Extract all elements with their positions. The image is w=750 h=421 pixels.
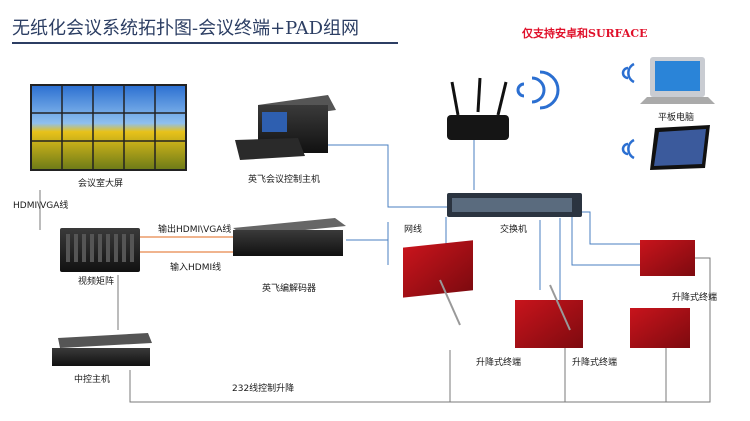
- lift-terminal-label: 升降式终端: [572, 358, 618, 368]
- control-host-device: [235, 95, 336, 160]
- central-control-device: [52, 333, 152, 366]
- av-wires: [140, 236, 233, 253]
- tablet-device: [650, 125, 710, 170]
- lift-terminal-device: [515, 284, 583, 348]
- hdmi-vga-label: HDMI\VGA线: [13, 201, 69, 211]
- input-cable-label: 输入HDMI线: [170, 263, 222, 273]
- notice-text: 仅支持安卓和SURFACE: [522, 27, 648, 40]
- switch-device: [447, 193, 582, 217]
- tablet-label: 平板电脑: [658, 113, 695, 123]
- control-wires: [39, 190, 711, 403]
- lift-terminal-device: [640, 240, 695, 276]
- video-wall-label: 会议室大屏: [78, 179, 124, 189]
- rs232-line-label: 232线控制升降: [232, 384, 295, 394]
- lift-terminal-label: 升降式终端: [672, 293, 718, 303]
- switch-label: 交换机: [500, 225, 528, 235]
- lift-terminal-device: [403, 240, 473, 326]
- lift-terminal-label: 升降式终端: [476, 358, 522, 368]
- network-wires: [328, 140, 660, 335]
- video-matrix-label: 视频矩阵: [78, 277, 115, 287]
- output-cable-label: 输出HDMI\VGA线: [158, 225, 232, 235]
- page-title: 无纸化会议系统拓扑图-会议终端+PAD组网: [12, 18, 360, 39]
- network-cable-label: 网线: [404, 225, 423, 235]
- video-wall: [30, 84, 187, 171]
- wifi-icon: [621, 62, 635, 84]
- lift-terminal-device: [630, 308, 690, 348]
- control-host-label: 英飞会议控制主机: [248, 175, 321, 185]
- title-underline: [12, 42, 398, 44]
- router-device: [447, 77, 509, 140]
- wifi-icon: [621, 138, 635, 160]
- central-control-label: 中控主机: [74, 375, 111, 385]
- tablet-device: [640, 57, 715, 104]
- video-matrix-device: [60, 228, 140, 272]
- codec-label: 英飞编解码器: [262, 284, 317, 294]
- codec-device: [233, 218, 346, 256]
- wifi-icon: [516, 70, 560, 110]
